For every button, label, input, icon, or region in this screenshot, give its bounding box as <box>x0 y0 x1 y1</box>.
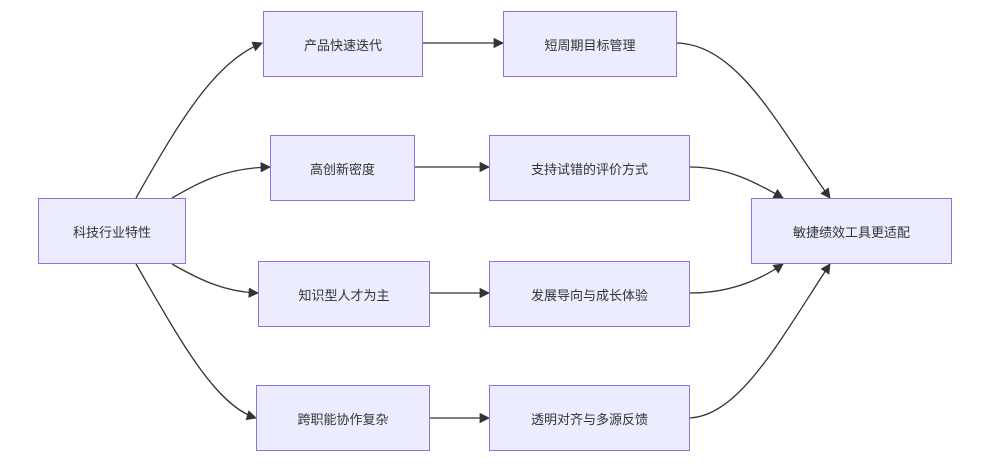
node-tech-characteristics: 科技行业特性 <box>38 198 186 264</box>
node-trial-error-eval: 支持试错的评价方式 <box>489 135 690 201</box>
edge-tech-knowledge <box>171 263 260 298</box>
node-short-cycle-goals: 短周期目标管理 <box>503 11 677 77</box>
edge-tech-iterate <box>135 41 263 199</box>
edge-shortcycle-agile <box>676 42 831 199</box>
node-crossfunctional: 跨职能协作复杂 <box>256 385 430 451</box>
edge-growth-agile <box>689 263 784 294</box>
edge-tech-crossfunc <box>135 263 257 421</box>
node-knowledge-talent: 知识型人才为主 <box>258 261 430 327</box>
node-high-innovation: 高创新密度 <box>270 135 415 201</box>
node-agile-performance: 敏捷绩效工具更适配 <box>751 198 952 264</box>
edge-trialerror-agile <box>689 166 784 199</box>
edge-tech-innovation <box>171 162 272 199</box>
node-growth-oriented: 发展导向与成长体验 <box>489 261 690 327</box>
edge-transparent-agile <box>689 263 831 419</box>
node-transparent-feedback: 透明对齐与多源反馈 <box>489 385 690 451</box>
node-rapid-iteration: 产品快速迭代 <box>263 11 423 77</box>
